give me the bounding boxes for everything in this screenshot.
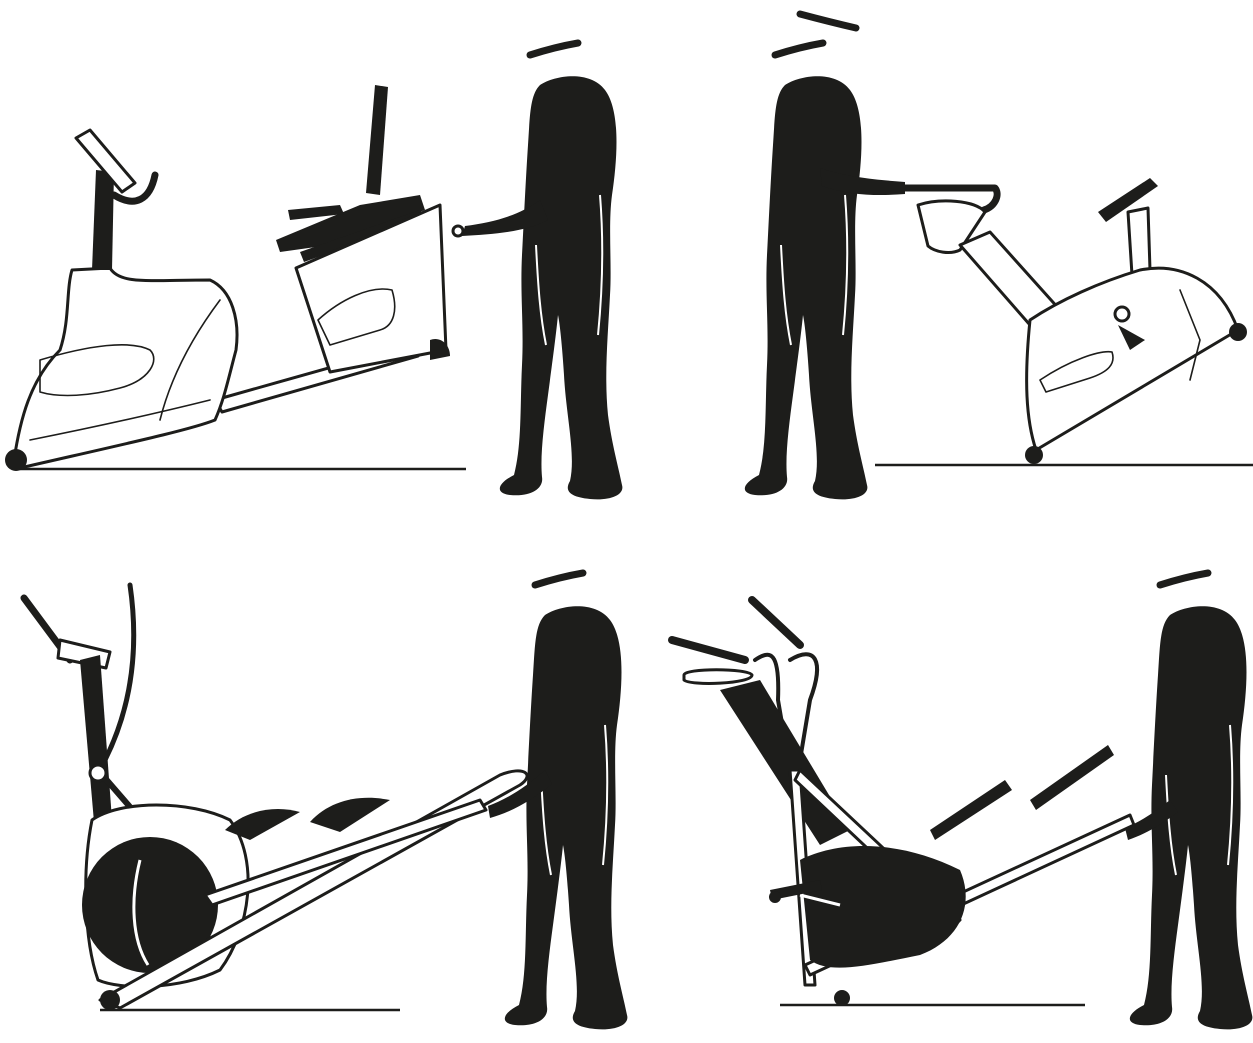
panel-cross-trainer xyxy=(672,573,1252,1029)
transport-wheel-icon xyxy=(1025,446,1043,464)
person-silhouette-icon xyxy=(745,43,868,499)
transport-wheel-icon xyxy=(834,990,850,1006)
person-silhouette-icon xyxy=(500,43,623,499)
transport-wheel-icon xyxy=(100,990,120,1010)
panel-upright-bike xyxy=(745,14,1253,499)
transport-wheel-icon xyxy=(5,449,27,471)
person-silhouette-icon xyxy=(1130,573,1253,1029)
transport-wheel-icon xyxy=(1229,323,1247,341)
panel-recumbent-bike xyxy=(5,43,622,499)
panel-elliptical-trainer xyxy=(24,573,627,1029)
